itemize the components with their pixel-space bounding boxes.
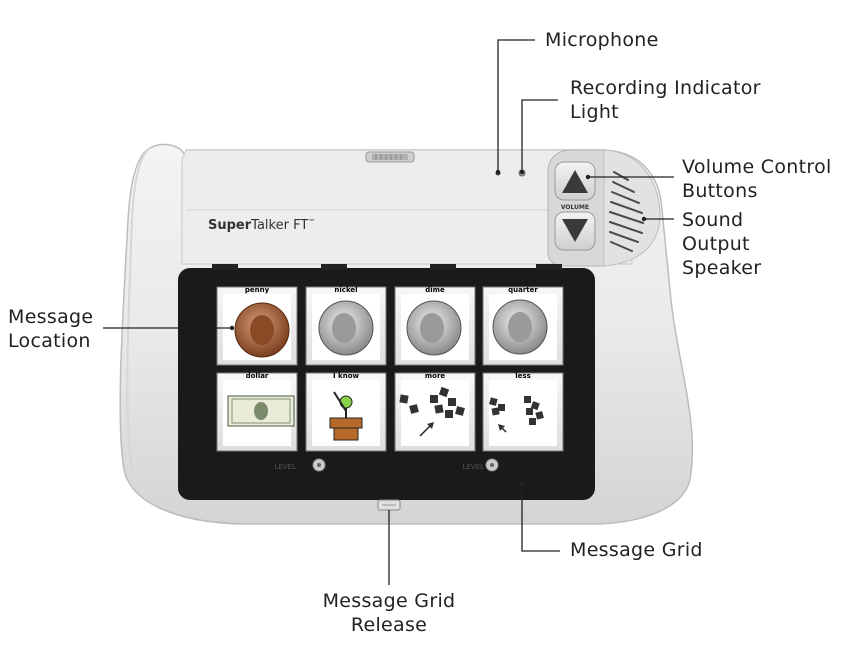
message-grid-release-latch[interactable]	[377, 499, 401, 511]
svg-text:nickel: nickel	[334, 286, 357, 294]
callout-recording-line-2: Light	[570, 101, 619, 123]
callout-microphone: Microphone	[545, 29, 659, 51]
message-location-i-know[interactable]: I know	[305, 372, 387, 452]
callout-speaker-line-3: Speaker	[682, 257, 762, 279]
svg-text:LEVEL: LEVEL	[463, 463, 485, 471]
nickel-coin-icon	[318, 300, 374, 356]
svg-text:quarter: quarter	[508, 286, 538, 294]
brand-logo: SuperTalker FT™	[208, 218, 315, 233]
more-squares-icon	[399, 386, 465, 437]
callout-leader-lines	[103, 39, 674, 585]
svg-text:penny: penny	[245, 286, 270, 294]
level-knob-right[interactable]: LEVEL	[463, 458, 499, 472]
raised-hand-student-icon	[329, 391, 363, 441]
callout-speaker-line-1: Sound	[682, 209, 744, 231]
message-location-nickel[interactable]: nickel	[305, 286, 387, 366]
speaker-grille	[609, 171, 644, 252]
volume-label: VOLUME	[561, 204, 589, 211]
up-triangle-icon	[562, 170, 588, 193]
volume-up-button[interactable]	[554, 161, 596, 201]
callout-release-line-2: Release	[350, 614, 428, 636]
svg-text:dime: dime	[425, 286, 445, 294]
callout-recording-line-1: Recording Indicator	[570, 77, 761, 99]
callout-location-line-2: Location	[8, 330, 91, 352]
svg-text:LEVEL: LEVEL	[275, 463, 297, 471]
message-location-less[interactable]: less	[482, 372, 564, 452]
callout-message-grid-release: Message Grid Release	[310, 589, 468, 637]
callout-volume-control-buttons: Volume Control Buttons	[682, 155, 832, 203]
svg-text:less: less	[515, 372, 530, 380]
level-knob-left[interactable]: LEVEL	[275, 458, 326, 472]
dollar-bill-icon	[227, 395, 295, 427]
down-triangle-icon	[562, 219, 588, 242]
callout-message-grid: Message Grid	[570, 539, 703, 561]
quarter-coin-icon	[492, 299, 548, 355]
callout-speaker-line-2: Output	[682, 233, 750, 255]
callout-location-line-1: Message	[8, 306, 94, 328]
callout-dots	[229, 169, 647, 487]
callout-volume-line-2: Buttons	[682, 180, 758, 202]
message-location-more[interactable]: more	[394, 372, 476, 452]
callout-recording-indicator-light: Recording Indicator Light	[570, 76, 761, 124]
callout-release-line-1: Message Grid	[322, 590, 456, 612]
callout-sound-output-speaker: Sound Output Speaker	[682, 208, 761, 280]
dime-coin-icon	[406, 300, 462, 356]
message-location-dollar[interactable]: dollar	[216, 372, 298, 452]
message-location-quarter[interactable]: quarter	[482, 286, 564, 366]
svg-text:more: more	[425, 372, 446, 380]
volume-down-button[interactable]	[554, 211, 596, 251]
callout-volume-line-1: Volume Control	[682, 156, 832, 178]
callout-message-location: Message Location	[8, 305, 93, 353]
penny-coin-icon	[234, 302, 290, 358]
less-squares-icon	[489, 396, 544, 433]
top-slot	[365, 151, 415, 163]
message-location-penny[interactable]: penny	[216, 286, 298, 366]
svg-text:dollar: dollar	[246, 372, 269, 380]
message-location-dime[interactable]: dime	[394, 286, 476, 366]
svg-text:I know: I know	[333, 372, 359, 380]
